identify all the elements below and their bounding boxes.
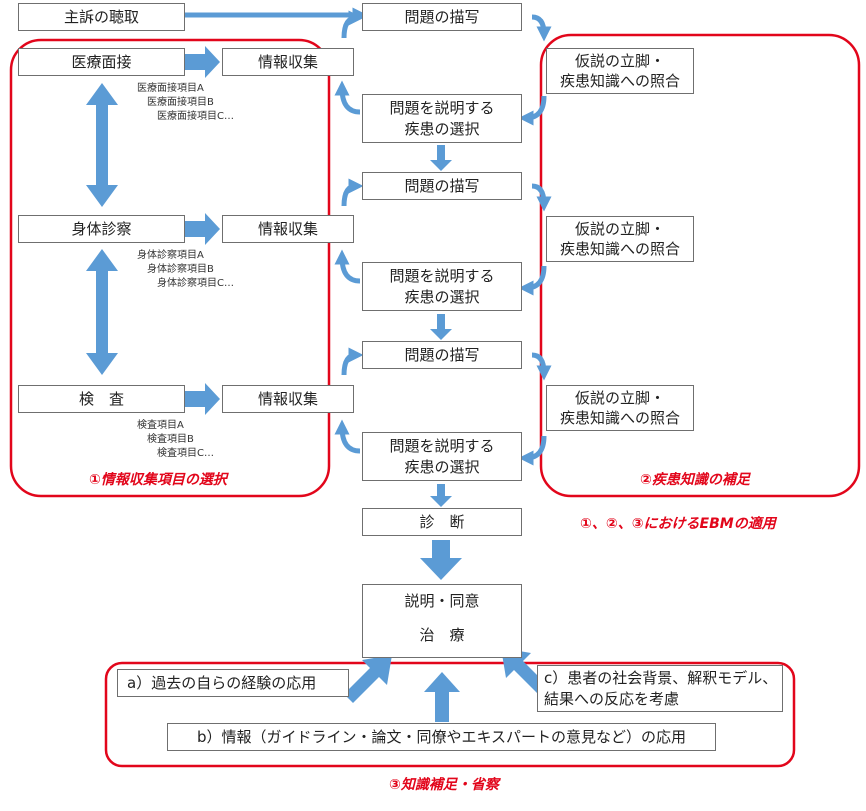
curve-selection1-to-info [334, 80, 361, 115]
arrow-tests-to-info [185, 383, 220, 415]
curve-selection2-to-info [334, 249, 361, 284]
interview-item-b: 医療面接項目B [147, 97, 214, 108]
experience-box: a）過去の自らの経験の応用 [117, 669, 349, 697]
curve-info3-to-problem [341, 347, 364, 376]
problem-description-box-1: 問題の描写 [362, 3, 522, 31]
arrow-physical-tests [86, 249, 118, 375]
hypothesis-box-1: 仮説の立脚・ 疾患知識への照合 [546, 48, 694, 94]
physical-item-c: 身体診察項目C… [157, 278, 234, 289]
arrow-selection1-to-problem2 [430, 145, 452, 171]
problem-description-box-2: 問題の描写 [362, 172, 522, 200]
hypothesis-box-2: 仮説の立脚・ 疾患知識への照合 [546, 216, 694, 262]
curve-problem2-to-hypothesis [531, 183, 552, 212]
interview-item-c: 医療面接項目C… [157, 111, 234, 122]
treatment-box: 説明・同意 治 療 [362, 584, 522, 658]
tests-box: 検 査 [18, 385, 185, 413]
information-box: b）情報（ガイドライン・論文・同僚やエキスパートの意見など）の応用 [167, 723, 716, 751]
interview-item-a: 医療面接項目A [137, 83, 204, 94]
curve-hypothesis2-to-selection [518, 265, 547, 296]
group3-label: ③知識補足・省察 [389, 777, 499, 793]
disease-selection-box-3: 問題を説明する 疾患の選択 [362, 432, 522, 481]
physical-item-a: 身体診察項目A [137, 250, 204, 261]
arrow-physical-to-info [185, 213, 220, 245]
curve-problem1-to-hypothesis [531, 14, 552, 42]
arrow-selection3-to-diagnosis [430, 484, 452, 507]
arrow-info-to-treatment [424, 672, 460, 722]
treatment-text: 治 療 [419, 626, 465, 645]
frame-group1 [9, 38, 331, 498]
info-collection-box-3: 情報収集 [222, 385, 354, 413]
curve-problem3-to-hypothesis [531, 352, 552, 381]
interview-box: 医療面接 [18, 48, 185, 76]
info-collection-box-1: 情報収集 [222, 48, 354, 76]
arrow-interview-to-info [185, 46, 220, 78]
info-collection-box-2: 情報収集 [222, 215, 354, 243]
frame-group3 [104, 661, 796, 768]
test-item-c: 検査項目C… [157, 448, 214, 459]
problem-description-box-3: 問題の描写 [362, 341, 522, 369]
arrow-interview-physical [86, 83, 118, 207]
curve-selection3-to-info [334, 419, 361, 454]
physical-item-b: 身体診察項目B [147, 264, 214, 275]
patient-background-box: c）患者の社会背景、解釈モデル、 結果への反応を考慮 [537, 665, 783, 712]
test-item-b: 検査項目B [147, 434, 194, 445]
hypothesis-box-3: 仮説の立脚・ 疾患知識への照合 [546, 385, 694, 431]
test-item-a: 検査項目A [137, 420, 184, 431]
diagnosis-box: 診 断 [362, 508, 522, 536]
explanation-consent-text: 説明・同意 [404, 592, 480, 610]
physical-exam-box: 身体診察 [18, 215, 185, 243]
group1-label: ①情報収集項目の選択 [89, 472, 227, 488]
ebm-label: ①、②、③におけるEBMの適用 [580, 516, 776, 532]
disease-selection-box-2: 問題を説明する 疾患の選択 [362, 262, 522, 311]
curve-hypothesis1-to-selection [518, 95, 547, 126]
arrow-selection2-to-problem3 [430, 314, 452, 340]
arrow-experience-to-treatment [344, 655, 392, 703]
arrow-diagnosis-to-treatment [420, 540, 462, 580]
group2-label: ②疾患知識の補足 [640, 472, 750, 488]
curve-hypothesis3-to-selection [518, 435, 547, 466]
chief-complaint-box: 主訴の聴取 [18, 3, 185, 31]
curve-info1-to-problem [341, 10, 364, 39]
disease-selection-box-1: 問題を説明する 疾患の選択 [362, 94, 522, 143]
frame-group2 [539, 33, 861, 498]
curve-info2-to-problem [341, 178, 364, 207]
